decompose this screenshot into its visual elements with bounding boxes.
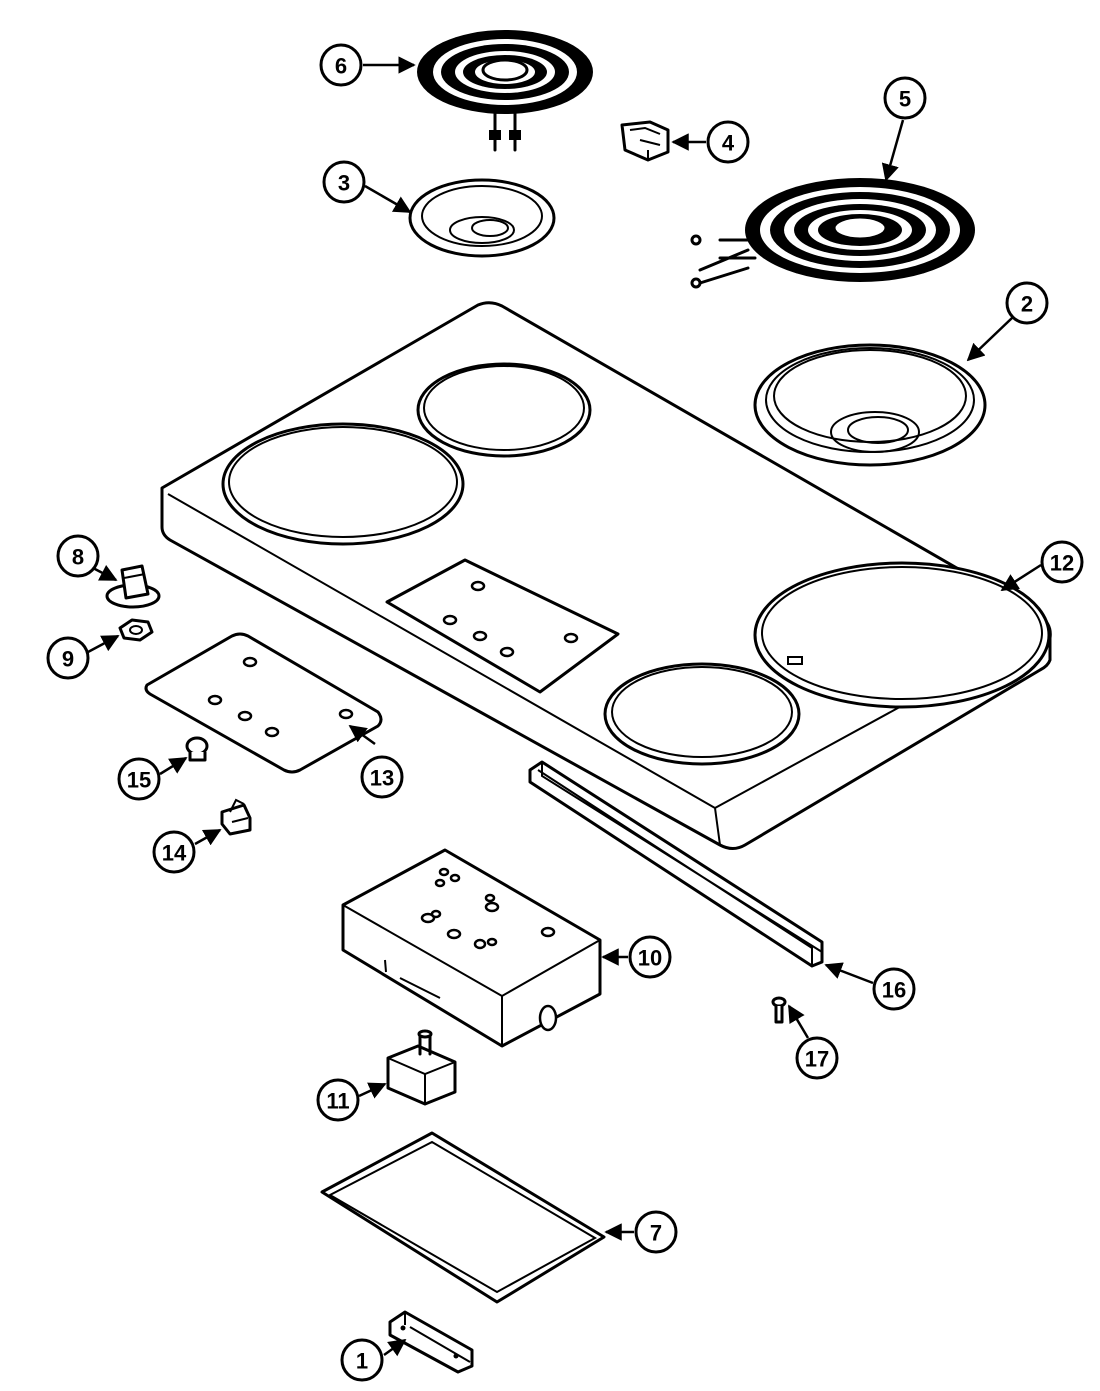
callout-14: 14 xyxy=(152,828,222,874)
drip-bowl-small xyxy=(408,178,556,258)
callout-label: 11 xyxy=(326,1089,349,1114)
callout-label: 13 xyxy=(370,766,394,791)
callout-13: 13 xyxy=(348,724,404,799)
callout-label: 14 xyxy=(162,841,187,866)
control-knob xyxy=(105,564,161,609)
callout-label: 3 xyxy=(338,171,350,196)
callout-8: 8 xyxy=(56,534,118,582)
callout-15: 15 xyxy=(117,756,188,801)
callout-label: 8 xyxy=(72,545,84,570)
infinite-switch xyxy=(386,1029,457,1106)
drip-bowl-large xyxy=(753,343,987,467)
control-plate-left xyxy=(144,632,383,774)
callout-label: 4 xyxy=(722,131,735,156)
trim-channel xyxy=(528,760,824,968)
callout-1: 1 xyxy=(340,1338,407,1382)
callout-label: 5 xyxy=(899,87,911,112)
plug-button xyxy=(185,736,209,762)
callout-label: 12 xyxy=(1050,551,1074,576)
cooktop-panel xyxy=(160,301,1052,850)
callout-label: 7 xyxy=(650,1221,662,1246)
callout-7: 7 xyxy=(604,1210,678,1254)
callout-label: 15 xyxy=(127,768,151,793)
callout-6: 6 xyxy=(319,43,416,87)
callout-3: 3 xyxy=(322,160,412,214)
callout-4: 4 xyxy=(671,120,750,164)
switch-clip xyxy=(220,798,252,836)
callout-label: 1 xyxy=(356,1349,368,1374)
callout-2: 2 xyxy=(966,281,1049,362)
callout-16: 16 xyxy=(824,962,916,1011)
screw xyxy=(771,996,787,1024)
callout-5: 5 xyxy=(881,76,927,182)
coil-element-large xyxy=(690,178,975,289)
callout-label: 17 xyxy=(805,1047,829,1072)
hex-nut xyxy=(118,618,154,642)
callout-label: 2 xyxy=(1021,292,1033,317)
coil-element-small xyxy=(417,30,593,152)
callout-label: 6 xyxy=(335,54,347,79)
callout-17: 17 xyxy=(787,1004,839,1080)
switch-box xyxy=(341,848,602,1048)
terminal-block xyxy=(388,1310,474,1374)
callout-label: 10 xyxy=(638,946,662,971)
callout-label: 16 xyxy=(882,978,906,1003)
terminal-clip xyxy=(620,120,670,162)
callout-10: 10 xyxy=(601,935,672,979)
callout-12: 12 xyxy=(1000,540,1084,592)
bottom-tray xyxy=(320,1131,606,1304)
callout-9: 9 xyxy=(46,634,120,680)
callout-label: 9 xyxy=(62,647,74,672)
callout-11: 11 xyxy=(316,1078,387,1122)
